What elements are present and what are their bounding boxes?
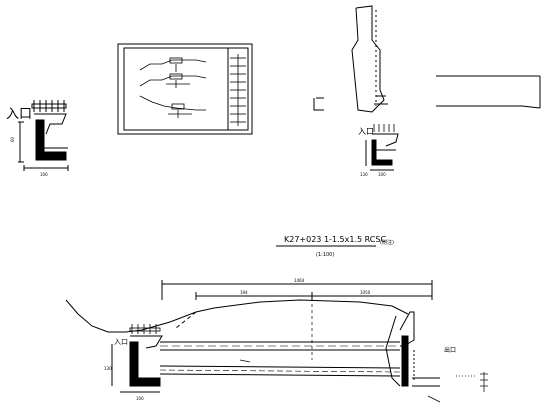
dim-mid-a: 130 <box>360 172 368 177</box>
sub-length-left: 194 <box>240 290 248 295</box>
entrance-detail-mid: 入口 130 100 <box>358 124 399 177</box>
section-scale: (1:100) <box>316 252 334 258</box>
headwall-foot <box>35 151 67 161</box>
dim-left-a: 60 <box>10 136 15 142</box>
culvert-slab-bottom <box>159 365 401 377</box>
retaining-wall-profile <box>313 5 388 113</box>
outlet-structure: 出口 <box>385 311 488 403</box>
inlet-structure: 入口 130 100 <box>104 324 163 401</box>
culvert-schematic-1 <box>139 57 207 72</box>
section-title: K27+023 1-1.5x1.5 RCSC <box>284 235 386 244</box>
embankment-profile <box>65 299 409 333</box>
outlet-ruler <box>427 372 488 403</box>
entrance-detail-left: 入口 60 100 <box>6 100 69 177</box>
overall-dimension: 1464 194 1050 <box>161 278 433 300</box>
dim-mid-b: 100 <box>378 172 386 177</box>
dim-left-b: 100 <box>40 172 48 177</box>
entrance-label-mid: 入口 <box>358 127 374 136</box>
exit-label: 出口 <box>444 346 456 354</box>
long-section: 1464 194 1050 入口 <box>65 278 488 403</box>
railing-posts <box>31 100 67 112</box>
framed-sheet <box>117 43 253 135</box>
dim-bottom-b: 100 <box>136 396 144 401</box>
entrance-label-left: 入口 <box>6 107 32 122</box>
overall-length: 1464 <box>294 278 305 283</box>
section-title-block: K27+023 1-1.5x1.5 RCSC (附注) (1:100) <box>276 235 394 258</box>
culvert-schematic-3 <box>139 95 206 118</box>
culvert-schematic-2 <box>139 73 207 88</box>
dim-bottom-a: 130 <box>104 366 112 371</box>
section-note: (附注) <box>380 239 394 246</box>
inlet-railing <box>129 324 161 334</box>
entrance-label-bottom: 入口 <box>114 338 128 346</box>
culvert-slab-top <box>160 341 400 351</box>
title-block-marks <box>230 54 246 126</box>
sub-length-right: 1050 <box>360 290 371 295</box>
railing-posts-mid <box>373 124 395 132</box>
plan-strip <box>436 75 541 109</box>
